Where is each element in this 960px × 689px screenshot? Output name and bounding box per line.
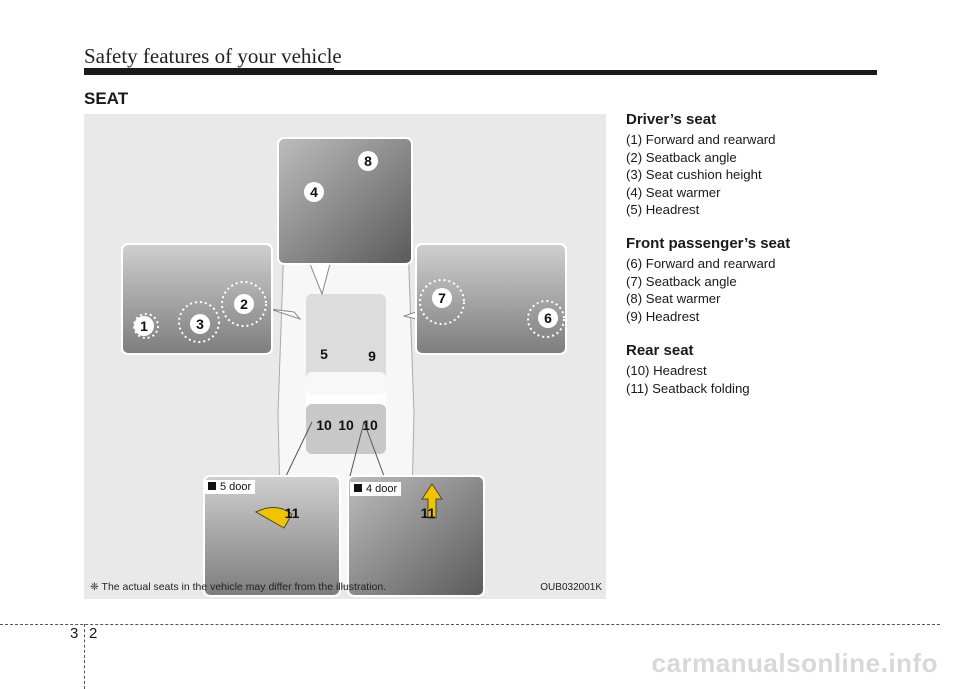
callout-10c: 10 [362, 417, 378, 433]
callout-3: 3 [190, 314, 210, 334]
figure-note: ❈ The actual seats in the vehicle may di… [90, 581, 387, 593]
svg-text:9: 9 [368, 348, 376, 364]
list-item: (11) Seatback folding [626, 380, 750, 396]
list-item: (5) Headrest [626, 202, 700, 218]
section-number: 3 [70, 625, 79, 642]
callout-1: 1 [134, 316, 154, 336]
svg-text:10: 10 [316, 417, 332, 433]
chapter-title: Safety features of your vehicle [84, 44, 342, 68]
callout-9: 9 [368, 348, 376, 364]
callout-5: 5 [320, 346, 328, 362]
door5-label: 5 door [204, 480, 256, 494]
list-item: (9) Headrest [626, 308, 700, 324]
rear-seat-list: (10) Headrest (11) Seatback folding [626, 362, 750, 397]
seat-illustration: 1 2 3 4 5 6 7 8 9 10 10 10 11 11 5 door … [84, 114, 606, 599]
svg-text:10: 10 [338, 417, 354, 433]
rear-seat-heading: Rear seat [626, 342, 694, 359]
list-item: (3) Seat cushion height [626, 167, 762, 183]
callout-7: 7 [432, 288, 452, 308]
callout-4: 4 [304, 182, 324, 202]
header-rule [84, 68, 877, 75]
svg-text:6: 6 [544, 310, 552, 326]
svg-text:2: 2 [240, 296, 248, 312]
svg-text:11: 11 [421, 505, 436, 521]
figure-code: OUB032001K [540, 582, 602, 593]
footer-rule [0, 624, 940, 625]
callout-10a: 10 [316, 417, 332, 433]
watermark: carmanualsonline.info [651, 648, 938, 678]
section-title: SEAT [84, 89, 129, 108]
callout-6: 6 [538, 308, 558, 328]
drivers-seat-heading: Driver’s seat [626, 111, 717, 128]
svg-text:10: 10 [362, 417, 378, 433]
list-item: (6) Forward and rearward [626, 256, 776, 271]
passenger-seat-list: (6) Forward and rearward (7) Seatback an… [626, 255, 776, 325]
callout-11b: 11 [421, 505, 436, 521]
callout-2: 2 [234, 294, 254, 314]
callout-11a: 11 [285, 505, 300, 521]
seat-diagram: 1 2 3 4 5 6 7 8 9 10 10 10 11 11 [121, 137, 567, 597]
callout-8: 8 [358, 151, 378, 171]
svg-text:11: 11 [285, 505, 300, 521]
list-item: (4) Seat warmer [626, 184, 721, 200]
list-item: (1) Forward and rearward [626, 132, 776, 147]
door4-label: 4 door [350, 482, 402, 496]
square-bullet-icon [354, 484, 362, 492]
list-item: (2) Seatback angle [626, 149, 737, 165]
svg-text:8: 8 [364, 153, 372, 169]
footer-divider [84, 624, 85, 689]
svg-text:3: 3 [196, 316, 204, 332]
callout-10b: 10 [338, 417, 354, 433]
list-item: (8) Seat warmer [626, 291, 721, 307]
svg-text:1: 1 [140, 318, 148, 334]
square-bullet-icon [208, 482, 216, 490]
drivers-seat-list: (1) Forward and rearward (2) Seatback an… [626, 131, 776, 219]
list-item: (7) Seatback angle [626, 273, 737, 289]
svg-text:7: 7 [438, 290, 446, 306]
svg-text:5: 5 [320, 346, 328, 362]
list-item: (10) Headrest [626, 363, 707, 378]
passenger-seat-heading: Front passenger’s seat [626, 235, 791, 252]
svg-text:4: 4 [310, 184, 318, 200]
page-number: 2 [89, 625, 98, 642]
